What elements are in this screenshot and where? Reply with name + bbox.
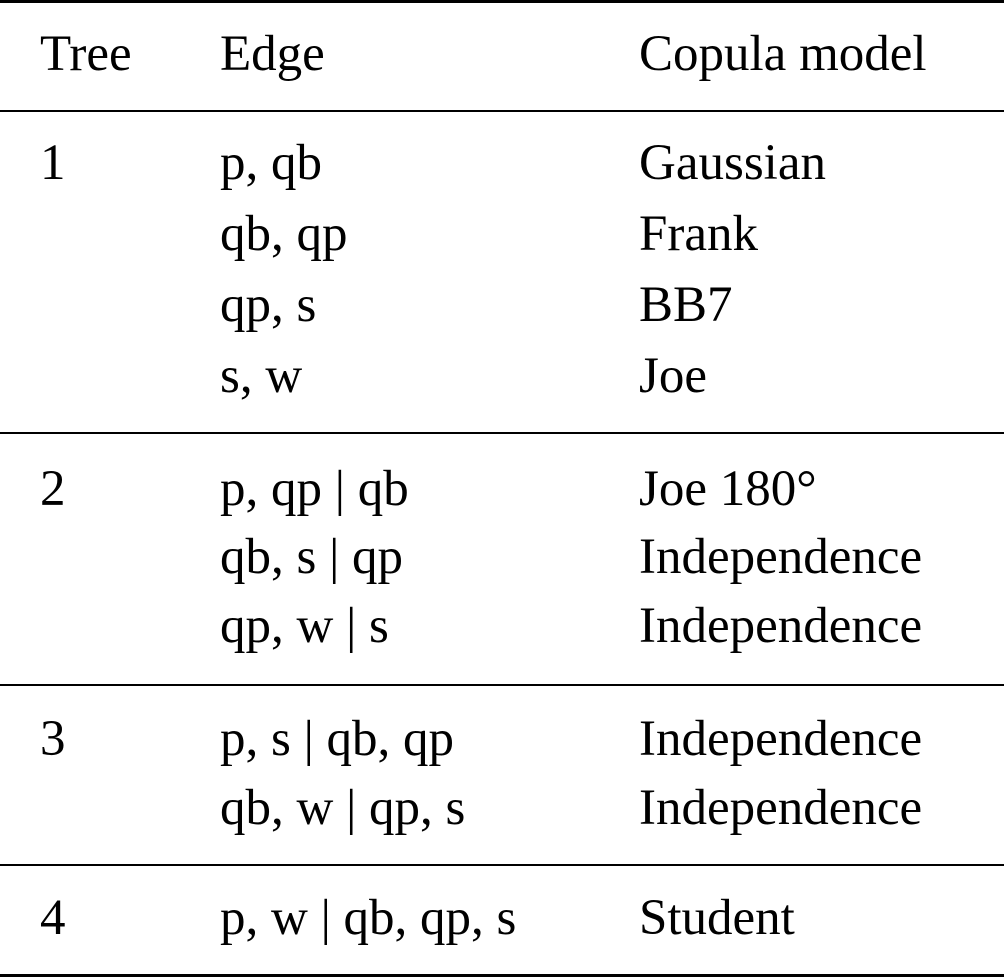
table-row: p, s | qb, qp Independence <box>0 705 1004 774</box>
edge-cell: p, w | qb, qp, s <box>220 890 517 946</box>
edge-cell: s, w <box>220 348 303 404</box>
group-rule <box>0 432 1004 434</box>
edge-cell: qb, s | qp <box>220 529 404 585</box>
table-row: qb, w | qp, s Independence <box>0 774 1004 843</box>
header-copula-model: Copula model <box>639 26 927 82</box>
copula-model-cell: Independence <box>639 711 923 767</box>
table-header-row: Tree Edge Copula model <box>0 0 1004 110</box>
edge-cell: qp, s <box>220 277 317 333</box>
group-rule <box>0 864 1004 866</box>
table-row: qb, s | qp Independence <box>0 523 1004 592</box>
table-row: qp, s BB7 <box>0 271 1004 340</box>
copula-model-cell: Independence <box>639 529 923 585</box>
copula-model-cell: Independence <box>639 780 923 836</box>
tree-number: 2 <box>40 461 66 517</box>
copula-model-cell: Independence <box>639 598 923 654</box>
edge-cell: p, s | qb, qp <box>220 711 455 767</box>
table-row: p, qb Gaussian <box>0 129 1004 198</box>
header-tree: Tree <box>40 26 132 82</box>
edge-cell: p, qb <box>220 135 322 191</box>
table-row: p, qp | qb Joe 180° <box>0 455 1004 524</box>
copula-model-cell: Joe <box>639 348 707 404</box>
tree-number: 3 <box>40 711 66 767</box>
edge-cell: qb, w | qp, s <box>220 780 466 836</box>
copula-model-cell: Student <box>639 890 795 946</box>
table-row: qp, w | s Independence <box>0 592 1004 661</box>
group-rule <box>0 684 1004 686</box>
table-top-rule <box>0 0 1004 3</box>
copula-model-cell: BB7 <box>639 277 733 333</box>
edge-cell: qb, qp <box>220 206 348 262</box>
tree-number: 4 <box>40 890 66 946</box>
copula-model-cell: Joe 180° <box>639 461 817 517</box>
table-row: p, w | qb, qp, s Student <box>0 884 1004 953</box>
header-edge: Edge <box>220 26 325 82</box>
copula-model-cell: Gaussian <box>639 135 826 191</box>
table-row: s, w Joe <box>0 342 1004 411</box>
edge-cell: qp, w | s <box>220 598 389 654</box>
edge-cell: p, qp | qb <box>220 461 409 517</box>
header-rule <box>0 110 1004 112</box>
table-row: qb, qp Frank <box>0 200 1004 269</box>
table-bottom-rule <box>0 974 1004 977</box>
tree-number: 1 <box>40 135 66 191</box>
copula-model-cell: Frank <box>639 206 758 262</box>
